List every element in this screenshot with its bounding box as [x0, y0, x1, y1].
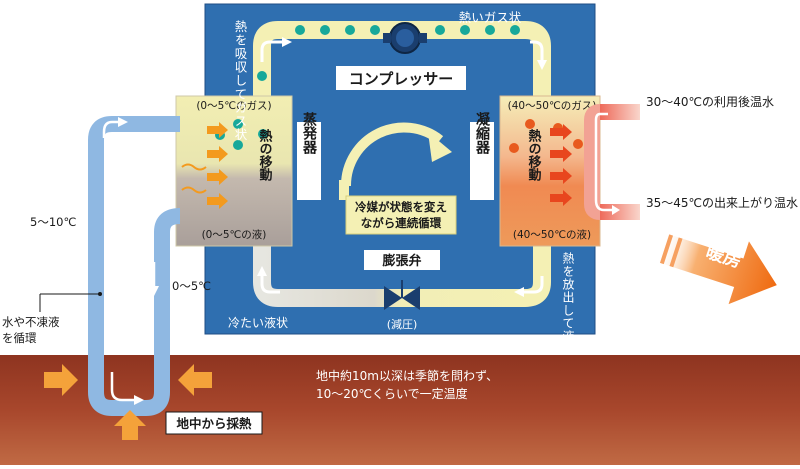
flow-arrow-bottom-right-head	[514, 287, 524, 297]
circulate-line1: 水や不凍液	[2, 315, 60, 329]
loop-arrow-down	[149, 286, 159, 296]
ground-loop-pipe	[88, 116, 181, 416]
reduced-pressure-label: (減圧)	[387, 317, 418, 331]
loop-temp-up: 5～10℃	[30, 215, 76, 229]
supply-water-label: 35～45℃の出来上がり温水	[646, 195, 798, 210]
loop-temp-down: 0～5℃	[172, 279, 211, 293]
loop-arrow-top	[118, 117, 128, 127]
refrigerant-dots-top	[257, 25, 520, 81]
compressor-label: コンプレッサー	[349, 70, 454, 88]
loop-arrow-bottom	[134, 395, 144, 405]
compressor-icon	[383, 22, 427, 54]
ground-note-line2: 10～20℃くらいで一定温度	[316, 386, 468, 401]
evaporator-label: 蒸発器	[301, 111, 318, 155]
absorb-heat-label: 熱を吸収してガス状	[233, 20, 248, 142]
flow-arrow-top-left-head	[282, 37, 292, 47]
expansion-valve-label-box	[364, 250, 440, 270]
evaporator-gas-temp: (0～5℃のガス)	[196, 100, 271, 112]
condenser-heat-arrows	[550, 124, 572, 206]
circulate-leader-dot	[98, 292, 102, 296]
flow-arrow-bottom-left	[260, 276, 280, 294]
ground-heat-label-box	[165, 411, 263, 435]
heat-transfer-left-label: 熱の移動	[257, 128, 273, 182]
cycle-text-line2: ながら連続循環	[361, 216, 442, 230]
evaporator-heat-arrows	[207, 122, 228, 209]
cycle-text-line1: 冷媒が状態を変え	[355, 200, 447, 214]
svg-text:熱を吸収してガス状: 熱を吸収してガス状	[233, 20, 248, 142]
cycle-text-box	[345, 195, 457, 235]
ground-heat-label: 地中から採熱	[176, 416, 252, 431]
condenser-liquid-temp: (40～50℃の液)	[513, 228, 591, 241]
heat-transfer-right-label: 熱の移動	[526, 128, 542, 182]
evaporator-liquid-temp: (0～5℃の液)	[202, 228, 267, 241]
svg-text:熱を放出して液状: 熱を放出して液状	[561, 252, 575, 356]
flow-arrow-top-left	[260, 40, 282, 62]
expansion-valve-label: 膨張弁	[381, 253, 421, 269]
evaporator-label-box	[297, 122, 321, 200]
hot-gas-label: 熱いガス状	[459, 10, 522, 25]
ground-heat-arrows	[44, 364, 212, 440]
condenser-box	[499, 95, 601, 247]
release-heat-label: 熱を放出して液状	[561, 252, 575, 356]
circulate-line2: を循環	[2, 331, 37, 345]
flow-arrow-top-right-head	[537, 60, 547, 70]
ground-note-line1: 地中約10m以深は季節を問わず、	[316, 368, 498, 383]
expansion-valve-icon	[384, 280, 420, 310]
condenser-label: 凝縮器	[474, 112, 491, 155]
cold-liquid-label: 冷たい液状	[228, 315, 288, 330]
evaporator-wave-1	[181, 163, 207, 171]
hot-water-pipe	[584, 104, 640, 220]
evaporator-wave-2	[181, 186, 207, 194]
cycle-arrow	[340, 122, 444, 187]
condenser-gas-temp: (40～50℃のガス)	[508, 100, 597, 112]
flow-arrow-top-right	[530, 40, 544, 60]
flow-arrow-bottom-left-head	[257, 266, 267, 276]
heating-arrow	[658, 233, 777, 305]
return-water-label: 30～40℃の利用後温水	[646, 95, 774, 109]
flow-arrow-bottom-right	[524, 276, 544, 294]
cycle-arrow-head	[428, 132, 452, 162]
condenser-label-box	[470, 122, 494, 200]
compressor-label-box	[336, 66, 466, 90]
